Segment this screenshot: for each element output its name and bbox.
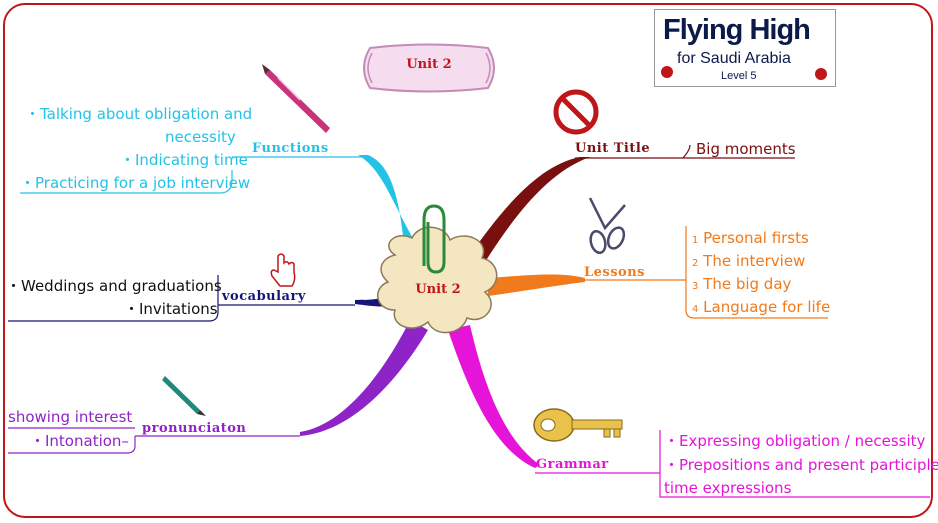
pronunciation-item-1: showing interest	[8, 408, 133, 426]
lessons-connector	[685, 226, 828, 319]
pen-icon	[262, 64, 330, 133]
scissors-icon	[588, 197, 626, 255]
pencil-icon	[162, 376, 206, 416]
lessons-label: Lessons	[584, 265, 645, 280]
lesson-item-2: 2 The interview	[692, 252, 806, 270]
unit-banner-shape	[363, 43, 495, 93]
key-icon	[533, 408, 623, 442]
grammar-item-3: time expressions	[664, 479, 792, 497]
vocabulary-label: vocabulary	[222, 289, 306, 304]
logo-title: Flying High	[663, 14, 811, 46]
grammar-item-2: ・Prepositions and present participle	[664, 456, 938, 474]
paperclip-icon	[422, 204, 446, 274]
functions-branch	[358, 155, 420, 255]
unit-title-value: Big moments	[696, 140, 796, 158]
pronunciation-connector	[8, 436, 136, 454]
no-sign-icon	[553, 89, 599, 135]
functions-item-3: ・Indicating time	[120, 151, 248, 169]
lesson-item-3: 3 The big day	[692, 275, 792, 293]
flying-high-logo: Flying High for Saudi Arabia Level 5	[654, 9, 836, 87]
mindmap-frame	[3, 3, 933, 518]
pronunciation-branch	[300, 320, 428, 436]
logo-subtitle: for Saudi Arabia	[677, 50, 791, 67]
pronunciation-item-2: ・Intonation–	[30, 432, 129, 450]
lesson-item-1: 1 Personal firsts	[692, 229, 809, 247]
center-cloud	[377, 226, 498, 334]
functions-item-2: necessity	[165, 128, 236, 146]
unit-banner-label: Unit 2	[406, 57, 452, 72]
vocabulary-connector	[8, 275, 219, 322]
unit-title-branch	[470, 157, 590, 262]
logo-level: Level 5	[721, 70, 757, 82]
grammar-item-1: ・Expressing obligation / necessity	[664, 432, 926, 450]
functions-connector	[20, 170, 233, 194]
grammar-branch	[448, 325, 540, 468]
vocabulary-item-1: ・Weddings and graduations	[6, 277, 222, 295]
unit-title-label: Unit Title	[575, 141, 651, 156]
hand-cursor-icon	[270, 253, 296, 287]
functions-label: Functions	[252, 141, 329, 156]
pronunciation-label: pronunciaton	[142, 421, 247, 436]
center-label: Unit 2	[415, 282, 461, 297]
functions-item-4: ・Practicing for a job interview	[20, 174, 251, 192]
unit-title-connector	[682, 144, 691, 159]
functions-item-1: ・Talking about obligation and	[25, 105, 253, 123]
vocabulary-item-2: ・Invitations	[124, 300, 218, 318]
grammar-connector	[659, 430, 930, 498]
grammar-label: Grammar	[536, 457, 609, 472]
lessons-branch	[488, 274, 585, 296]
lesson-item-4: 4 Language for life	[692, 298, 831, 316]
